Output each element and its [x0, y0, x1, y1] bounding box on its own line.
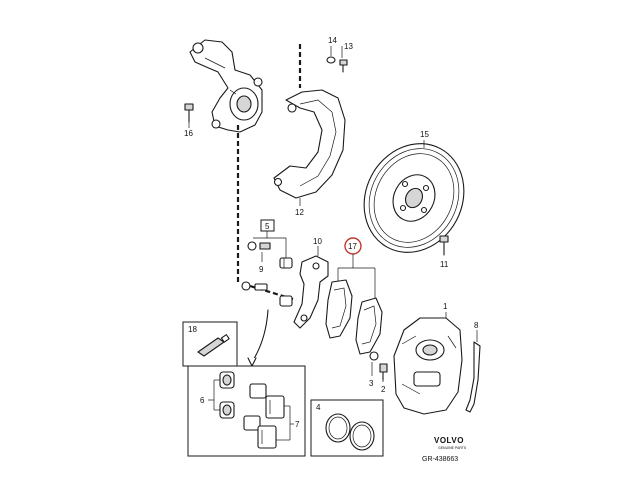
callout-10: 10 [313, 237, 322, 246]
grease-tube [197, 334, 230, 357]
callout-3: 3 [369, 379, 374, 388]
volvo-logo: VOLVO GENUINE PARTS [434, 436, 467, 450]
callout-13: 13 [344, 42, 353, 51]
bolt-16 [184, 103, 194, 123]
callout-4: 4 [316, 403, 321, 412]
box-bushings [187, 365, 306, 457]
callout-5: 5 [265, 222, 270, 231]
callout-7: 7 [295, 420, 300, 429]
brake-pad-outer [355, 297, 383, 355]
dust-cap-9 [247, 241, 271, 251]
callout-2: 2 [381, 385, 386, 394]
splash-shield-12 [273, 89, 346, 199]
pointer-arrow [251, 309, 269, 363]
callout-6: 6 [200, 396, 205, 405]
piston-seal [325, 413, 351, 443]
bleeder-nipple-2 [379, 363, 388, 381]
washer-14 [326, 56, 336, 64]
callout-11: 11 [440, 260, 449, 269]
svg-text:VOLVO: VOLVO [434, 436, 464, 445]
bolt-13 [339, 59, 348, 73]
steering-knuckle [189, 39, 263, 133]
callout-8: 8 [474, 321, 479, 330]
callout-18: 18 [188, 325, 197, 334]
callout-15: 15 [420, 130, 429, 139]
guide-bolt-upper [279, 257, 293, 269]
guide-sleeves-7 [243, 383, 285, 449]
callout-1: 1 [443, 302, 448, 311]
reference-number: GR-438663 [422, 456, 458, 463]
brake-disc-15 [363, 143, 465, 253]
retaining-spring-8 [465, 341, 481, 413]
dust-cap-3 [369, 351, 379, 361]
callout-box-5 [260, 219, 275, 232]
caliper-housing-1 [393, 317, 463, 415]
callout-14: 14 [328, 36, 337, 45]
callout-12: 12 [295, 208, 304, 217]
callout-9: 9 [259, 265, 264, 274]
guide-bolt-lower [241, 281, 293, 307]
caliper-bracket-10 [293, 255, 329, 329]
callout-16: 16 [184, 129, 193, 138]
dust-boot [349, 421, 375, 451]
svg-text:GENUINE PARTS: GENUINE PARTS [438, 446, 467, 450]
brake-pad-inner [325, 279, 353, 339]
callout-17: 17 [348, 242, 357, 251]
bolt-11 [439, 235, 449, 256]
